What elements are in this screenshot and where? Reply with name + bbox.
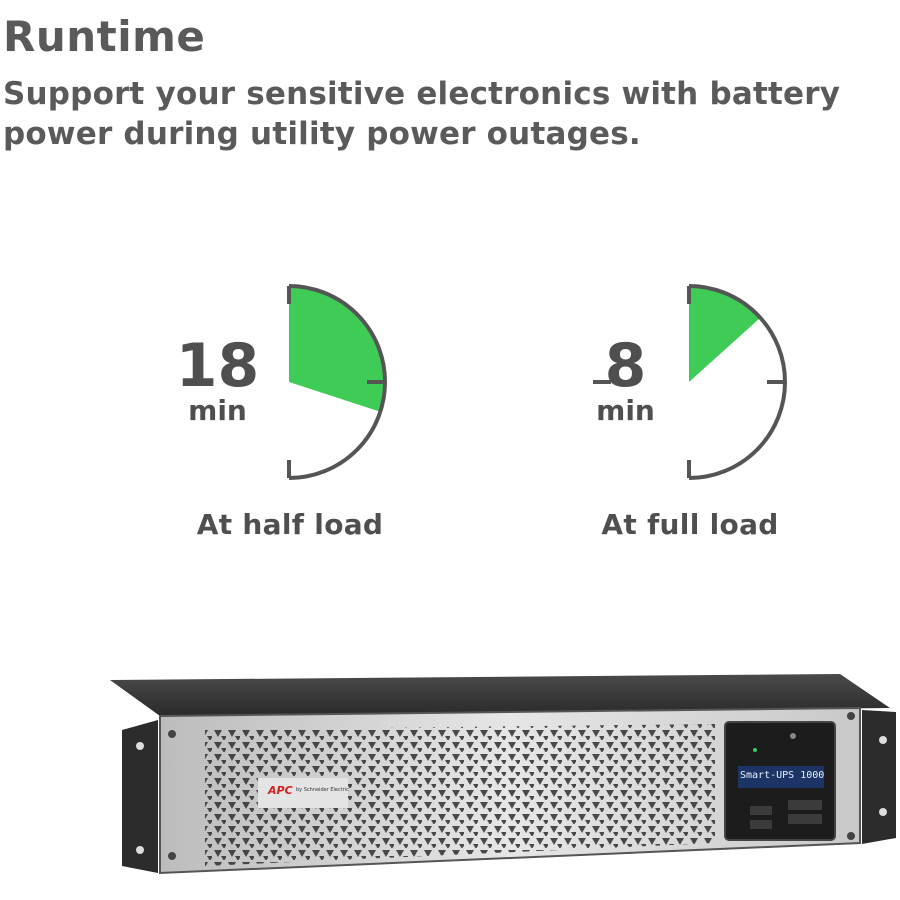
clock-dial-icon [193,284,387,480]
runtime-sector [289,286,386,412]
runtime-minutes: 8 [604,331,647,401]
runtime-unit: min [596,394,655,427]
page-title: Runtime [3,12,206,61]
runtime-caption-full-load: At full load [601,508,779,541]
lcd-display-text: Smart-UPS 1000 [740,770,825,781]
runtime-caption-half-load: At half load [196,508,384,541]
page-subtitle: Support your sensitive electronics with … [3,76,841,152]
runtime-clock-half-load: 18 min [170,280,390,490]
clock-dial-icon [593,284,787,480]
sub-brand-label: by Schneider Electric [296,787,349,793]
ups-device-icon [110,674,896,875]
runtime-sector [689,286,761,382]
runtime-unit: min [188,394,247,427]
ups-product-image: APC by Schneider Electric Smart-UPS 1000 [100,668,900,898]
runtime-clock-full-load: 8 min [570,280,790,490]
brand-logo: APC [268,784,293,797]
runtime-minutes: 18 [175,331,260,401]
